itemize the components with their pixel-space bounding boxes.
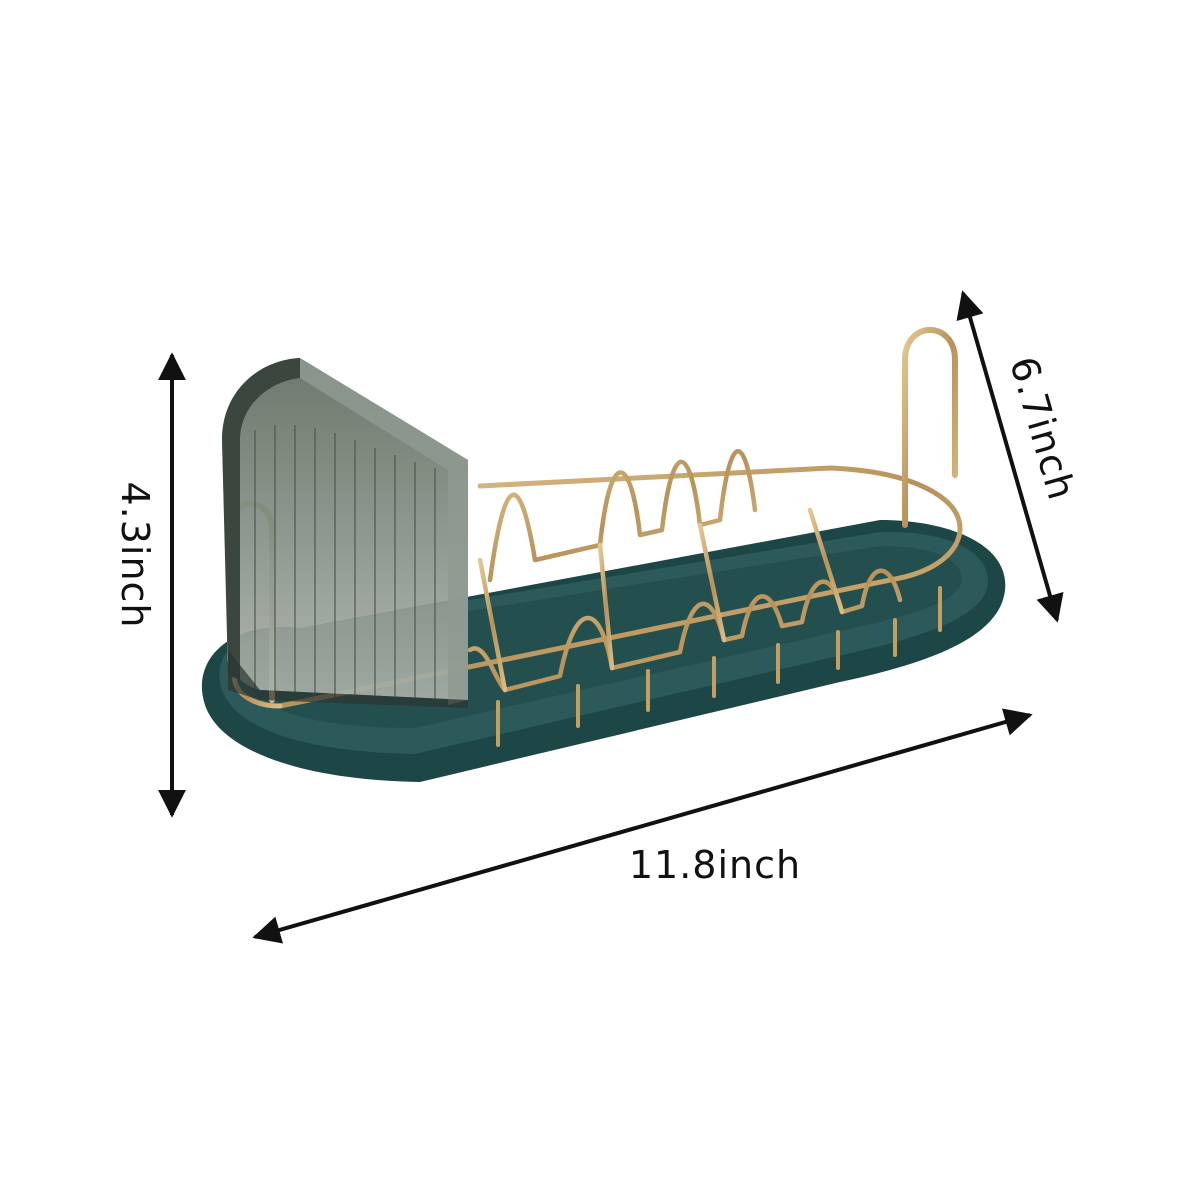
depth-arrow xyxy=(956,290,1064,623)
dish-rack-illustration xyxy=(201,327,1006,782)
height-label: 4.3inch xyxy=(113,481,157,628)
utensil-cup xyxy=(222,358,468,708)
right-handle-loop xyxy=(902,327,958,528)
length-arrow xyxy=(252,708,1033,944)
length-dimension: 11.8inch xyxy=(252,708,1033,944)
depth-label: 6.7inch xyxy=(1001,352,1084,505)
plate-dividers xyxy=(467,449,903,693)
length-label: 11.8inch xyxy=(629,843,801,887)
height-dimension: 4.3inch xyxy=(113,352,186,818)
